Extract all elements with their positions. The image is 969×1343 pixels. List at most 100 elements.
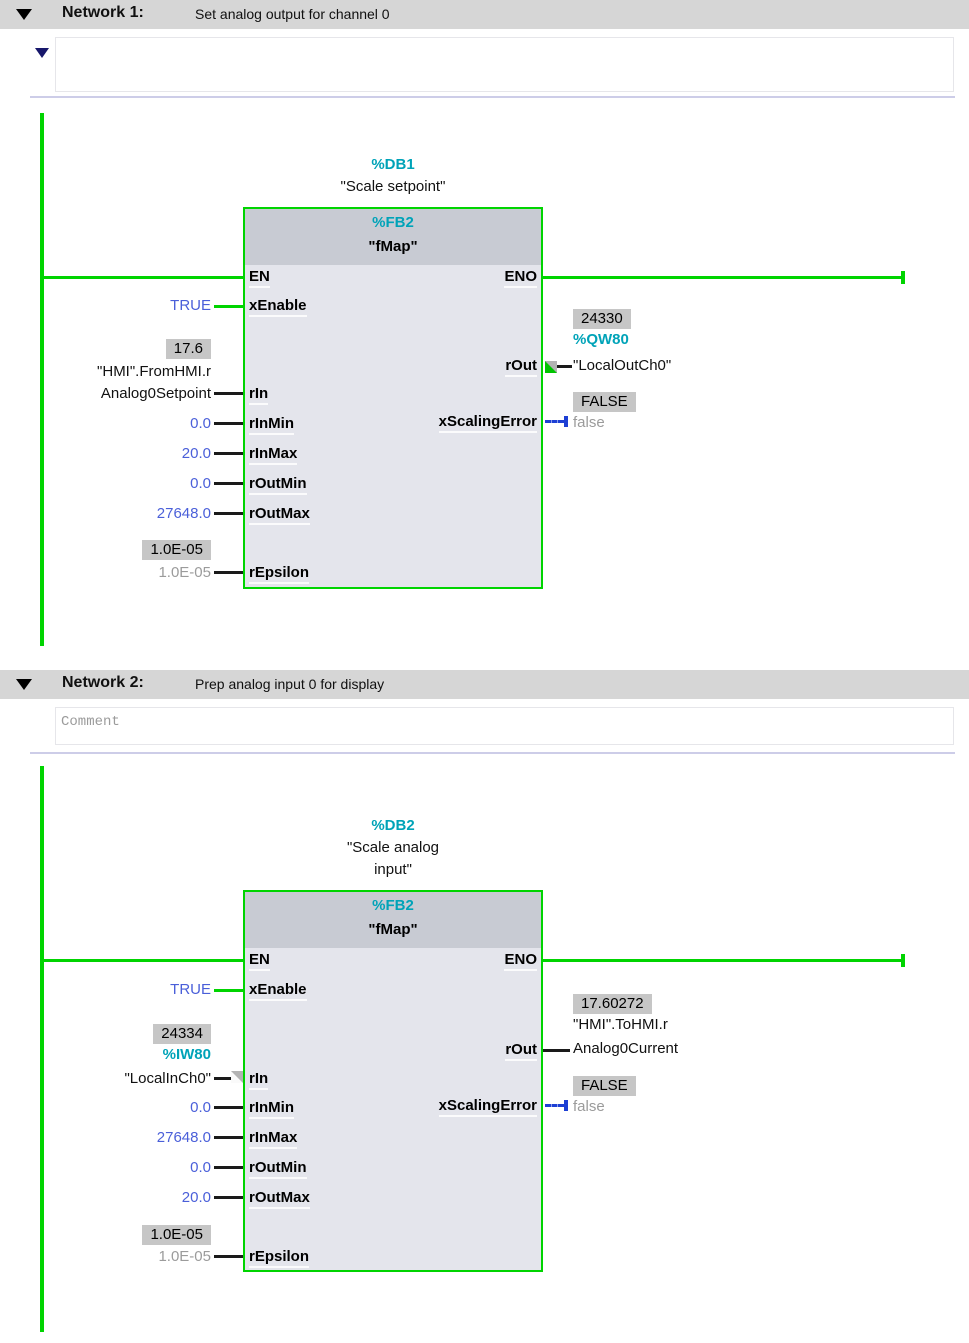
rinmax-operand[interactable]: 27648.0: [156, 1129, 211, 1146]
routmax-wire: [214, 512, 243, 515]
rin-wire: [214, 1077, 232, 1080]
repsilon-wire: [214, 571, 243, 574]
routmax-operand[interactable]: 27648.0: [156, 505, 211, 522]
db-name-line1: "Scale analog: [346, 839, 440, 856]
rout-operand-line1[interactable]: "HMI".ToHMI.r: [573, 1016, 668, 1033]
db-instance-label[interactable]: %DB2 "Scale analog input": [243, 815, 543, 881]
port-xscalingerror: xScalingError: [438, 1097, 537, 1117]
xscalingerror-monitor-value: FALSE: [573, 392, 636, 412]
xscalingerror-monitor-value: FALSE: [573, 1076, 636, 1096]
port-en: EN: [249, 268, 270, 288]
repsilon-wire: [214, 1255, 243, 1258]
network-subtitle[interactable]: Set analog output for channel 0: [195, 6, 390, 22]
power-rail: [40, 766, 44, 1332]
rin-operand-name[interactable]: "LocalInCh0": [124, 1070, 211, 1087]
fmap-block[interactable]: %FB2 "fMap": [243, 207, 543, 589]
routmin-wire: [214, 482, 243, 485]
xscalingerror-wire: [545, 420, 564, 423]
block-header: %FB2 "fMap": [245, 209, 541, 265]
power-rail: [40, 113, 44, 646]
db-address: %DB2: [371, 817, 415, 834]
routmin-wire: [214, 1166, 243, 1169]
port-routmax: rOutMax: [249, 505, 310, 525]
comment-placeholder: Comment: [61, 714, 120, 730]
rout-operand-line2[interactable]: Analog0Current: [573, 1040, 679, 1057]
port-rin: rIn: [249, 385, 269, 405]
port-repsilon: rEpsilon: [249, 1248, 310, 1268]
rinmax-operand[interactable]: 20.0: [181, 445, 211, 462]
db-address: %DB1: [371, 156, 415, 173]
rout-connector: [545, 361, 557, 373]
port-routmin: rOutMin: [249, 1159, 307, 1179]
eno-wire: [541, 959, 903, 962]
port-rinmax: rInMax: [249, 445, 298, 465]
xscalingerror-operand[interactable]: false: [573, 414, 605, 431]
rin-wire: [214, 392, 243, 395]
network-divider: [30, 752, 955, 754]
network-2-comment-box[interactable]: Comment: [55, 707, 954, 745]
routmin-operand[interactable]: 0.0: [190, 1159, 211, 1176]
rinmin-operand[interactable]: 0.0: [190, 415, 211, 432]
rin-monitor-value: 17.6: [165, 339, 211, 359]
routmax-operand[interactable]: 20.0: [181, 1189, 211, 1206]
eno-wire: [541, 276, 903, 279]
port-repsilon: rEpsilon: [249, 564, 310, 584]
port-xenable: xEnable: [249, 981, 307, 1001]
network-title: Network 1:: [62, 4, 144, 21]
port-rout: rOut: [505, 357, 537, 377]
eno-wire-end: [901, 271, 905, 284]
fb-address: %FB2: [372, 897, 414, 914]
rout-monitor-value: 17.60272: [573, 994, 652, 1014]
repsilon-operand[interactable]: 1.0E-05: [158, 1248, 211, 1265]
db-name-line2: input": [374, 861, 412, 878]
routmin-operand[interactable]: 0.0: [190, 475, 211, 492]
rout-monitor-value: 24330: [573, 309, 631, 329]
comment-toggle-icon[interactable]: [35, 48, 49, 58]
network-1-comment-box[interactable]: [55, 37, 954, 92]
xenable-wire: [214, 989, 243, 992]
port-en: EN: [249, 951, 270, 971]
repsilon-monitor-value: 1.0E-05: [142, 540, 211, 560]
port-routmin: rOutMin: [249, 475, 307, 495]
network-1-title-bar[interactable]: Network 1: Set analog output for channel…: [0, 0, 969, 29]
collapse-network-icon[interactable]: [16, 9, 32, 20]
port-eno: ENO: [504, 268, 537, 288]
routmax-wire: [214, 1196, 243, 1199]
rout-operand-name[interactable]: "LocalOutCh0": [573, 357, 672, 374]
xenable-operand[interactable]: TRUE: [170, 981, 211, 998]
network-2-title-bar[interactable]: Network 2: Prep analog input 0 for displ…: [0, 670, 969, 699]
fmap-block[interactable]: %FB2 "fMap": [243, 890, 543, 1272]
rout-wire: [557, 365, 572, 368]
port-rinmax: rInMax: [249, 1129, 298, 1149]
port-xenable: xEnable: [249, 297, 307, 317]
block-header: %FB2 "fMap": [245, 892, 541, 948]
port-rin: rIn: [249, 1070, 269, 1090]
xscalingerror-wire-end: [564, 1100, 568, 1111]
collapse-network-icon[interactable]: [16, 679, 32, 690]
network-subtitle[interactable]: Prep analog input 0 for display: [195, 676, 385, 692]
rin-operand-line1[interactable]: "HMI".FromHMI.r: [97, 363, 211, 380]
port-xscalingerror: xScalingError: [438, 413, 537, 433]
rin-operand-line2[interactable]: Analog0Setpoint: [100, 385, 211, 402]
en-wire: [43, 276, 243, 279]
rinmin-operand[interactable]: 0.0: [190, 1099, 211, 1116]
rinmin-wire: [214, 422, 243, 425]
rin-connector: [231, 1071, 243, 1083]
rout-operand-address[interactable]: %QW80: [573, 331, 629, 348]
rin-operand-address[interactable]: %IW80: [162, 1046, 211, 1063]
xenable-wire: [214, 305, 243, 308]
repsilon-operand[interactable]: 1.0E-05: [158, 564, 211, 581]
rinmax-wire: [214, 452, 243, 455]
xscalingerror-operand[interactable]: false: [573, 1098, 605, 1115]
repsilon-monitor-value: 1.0E-05: [142, 1225, 211, 1245]
rinmin-wire: [214, 1106, 243, 1109]
xenable-operand[interactable]: TRUE: [170, 297, 211, 314]
rinmax-wire: [214, 1136, 243, 1139]
xscalingerror-wire-end: [564, 416, 568, 427]
eno-wire-end: [901, 954, 905, 967]
db-instance-label[interactable]: %DB1 "Scale setpoint": [243, 154, 543, 198]
rin-monitor-value: 24334: [153, 1024, 211, 1044]
fb-name: "fMap": [368, 238, 418, 255]
port-eno: ENO: [504, 951, 537, 971]
